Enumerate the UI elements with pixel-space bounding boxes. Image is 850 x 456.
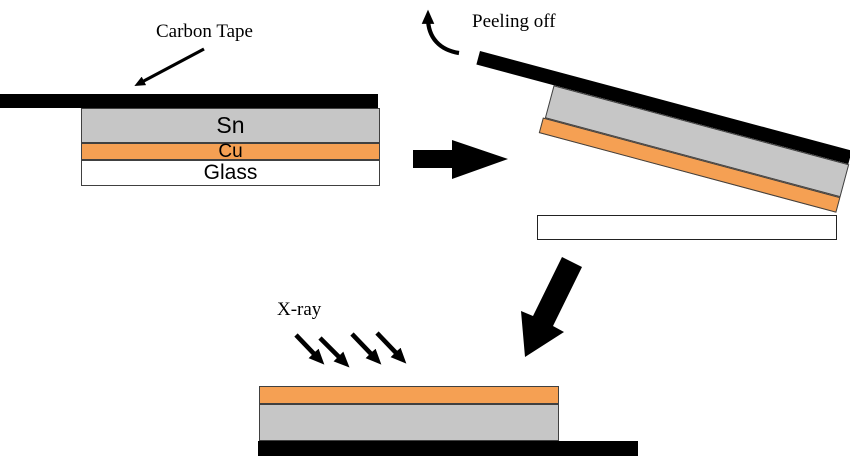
process-arrow-right (413, 140, 508, 179)
xray-beam-arrow-4 (375, 331, 407, 364)
xray-beam-arrow-3 (350, 332, 382, 365)
layer-sn-step1: Sn (81, 108, 380, 143)
glass-layer-label: Glass (203, 161, 258, 184)
layer-glass-step1: Glass (81, 160, 380, 186)
cu-layer-label: Cu (218, 141, 243, 162)
sn-layer-label: Sn (216, 112, 245, 138)
xray-beam-arrow-1 (294, 333, 325, 365)
layer-carbon-tape-step1 (0, 94, 378, 108)
layer-cu-step3 (259, 386, 559, 404)
xray-label: X-ray (277, 299, 322, 320)
layer-cu-step1: Cu (81, 141, 380, 162)
layer-sn-step3 (259, 404, 559, 441)
carbon-tape-label: Carbon Tape (156, 21, 253, 42)
glass-substrate-step2 (537, 215, 837, 240)
process-arrow-down-left (521, 257, 582, 357)
step2-tilted-stack (462, 51, 850, 220)
layer-carbon-tape-step3 (258, 441, 638, 456)
carbon-tape-pointer-arrow (134, 47, 205, 87)
peeling-off-arrow (421, 9, 460, 56)
xray-beam-arrow-2 (318, 336, 350, 368)
peeling-off-label: Peeling off (472, 11, 556, 32)
